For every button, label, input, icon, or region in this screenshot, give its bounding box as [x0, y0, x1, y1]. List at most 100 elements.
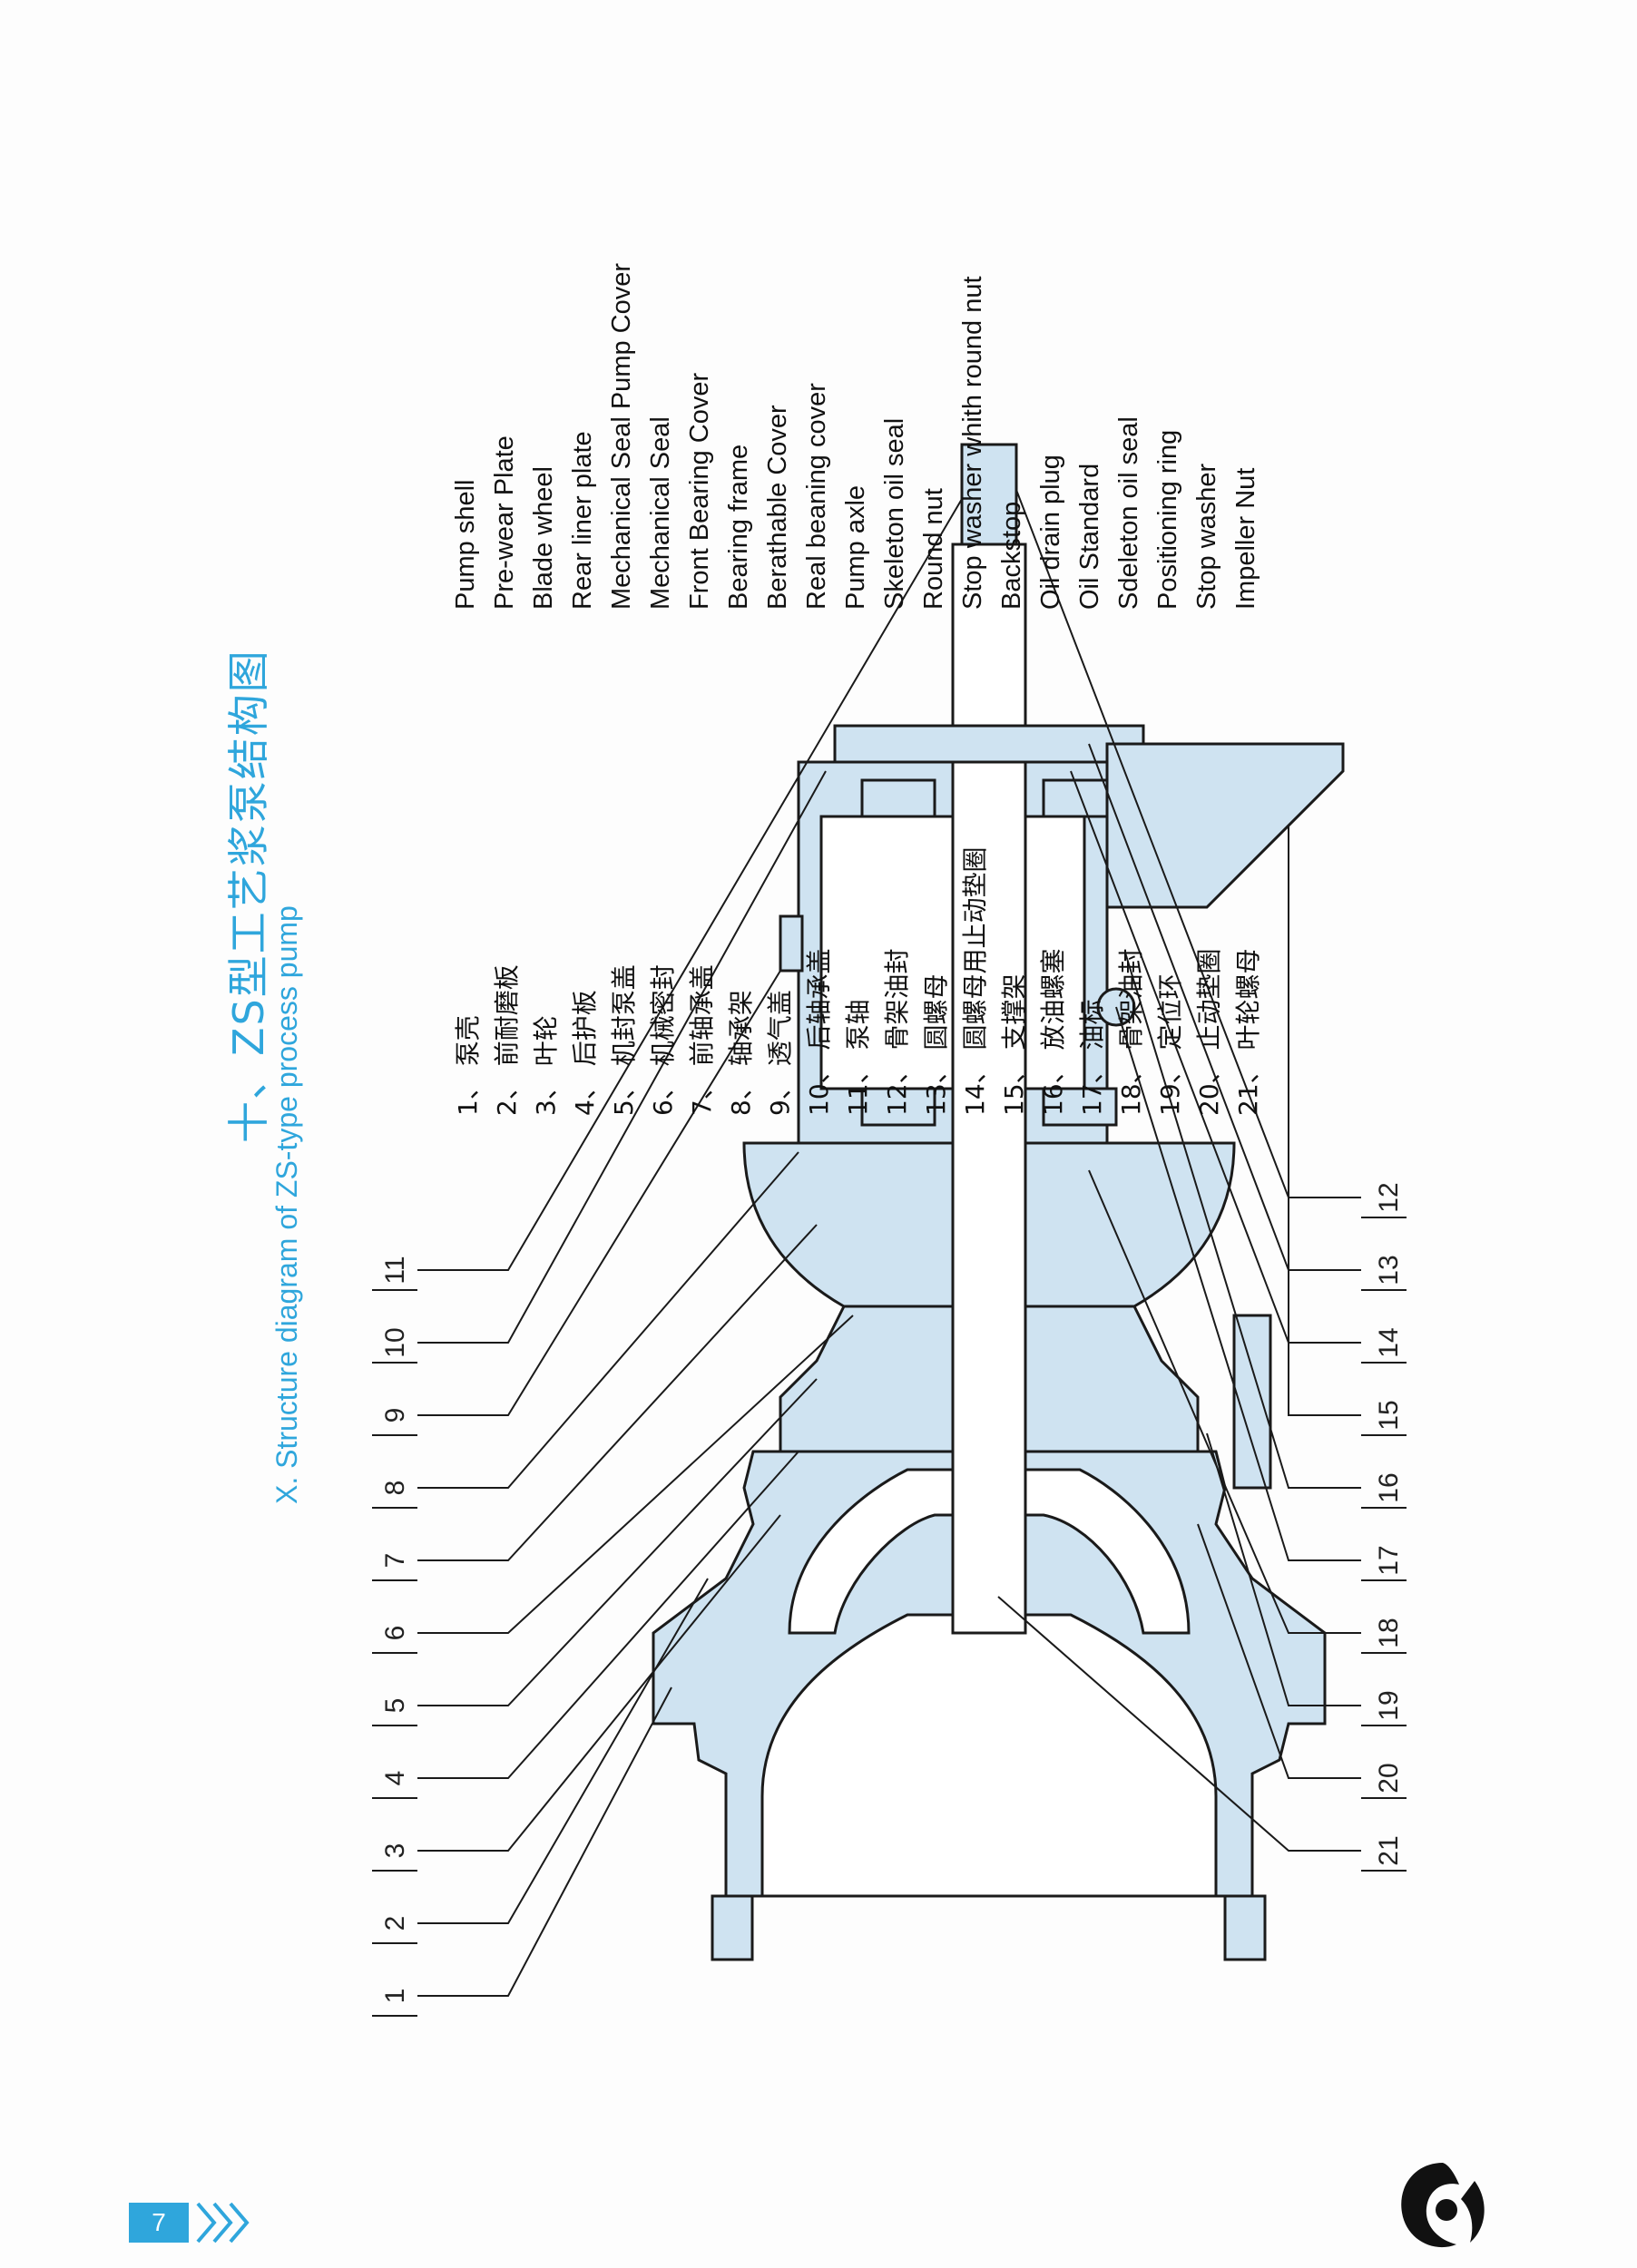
legend-item-cn: 11、 泵轴	[842, 999, 873, 1116]
legend-item-en: Skeleton oil seal	[880, 417, 909, 610]
leader-8	[417, 1151, 799, 1489]
legend-item-cn: 1、 泵壳	[452, 1015, 483, 1116]
left-flange-bottom	[1223, 1894, 1267, 1961]
legend-item: 8、 轴承架 Bearing frame	[720, 263, 759, 1116]
callout-number: 14	[1374, 1327, 1404, 1357]
legend-item-en: Blade wheel	[529, 466, 558, 610]
callout-number: 11	[380, 1256, 410, 1284]
shaft-key-end	[960, 443, 1018, 546]
callout-number: 7	[380, 1553, 410, 1569]
leader-16	[1124, 952, 1361, 1489]
callout-number: 13	[1374, 1255, 1404, 1285]
legend-item-cn: 19、 定位环	[1154, 973, 1185, 1116]
rear-bearing-top	[860, 778, 936, 818]
callout-number: 8	[380, 1481, 410, 1496]
callout-number: 15	[1374, 1400, 1404, 1430]
callout-number: 4	[380, 1771, 410, 1786]
leader-6	[417, 1315, 854, 1634]
legend-item-cn: 15、 支撑架	[998, 973, 1029, 1116]
callout-number: 20	[1374, 1763, 1404, 1793]
callout-number: 5	[380, 1698, 410, 1714]
legend-item-cn: 3、 叶轮	[530, 1015, 561, 1116]
legend-item-cn: 9、 透气盖	[764, 990, 795, 1116]
callout-number: 6	[380, 1626, 410, 1641]
breather-cap	[779, 914, 804, 973]
legend-item: 5、 机封泵盖 Mechanical Seal Pump Cover	[603, 263, 642, 1116]
outlet-flange	[1232, 1314, 1272, 1490]
legend-item-en: Mechanical Seal Pump Cover	[607, 262, 636, 610]
legend-item-en: Round nut	[919, 488, 948, 610]
legend-item-cn: 6、 机械密封	[647, 964, 678, 1116]
legend-item-cn: 7、 前轴承盖	[686, 964, 717, 1116]
callout-number: 3	[380, 1843, 410, 1859]
legend-item-en: Positioning ring	[1153, 429, 1182, 610]
leader-18	[1088, 1169, 1361, 1634]
callout-number: 9	[380, 1408, 410, 1423]
legend-item-en: Pre-wear Plate	[490, 435, 519, 610]
legend-item-cn: 20、 止动垫圈	[1193, 948, 1224, 1116]
legend-item: 7、 前轴承盖 Front Bearing Cover	[681, 263, 720, 1116]
front-bearing-top	[860, 1087, 936, 1127]
leader-19	[1206, 1432, 1361, 1706]
legend-item-cn: 16、 放油螺塞	[1037, 948, 1068, 1116]
legend-item-en: Oil Standard	[1075, 463, 1104, 610]
leader-11	[417, 498, 963, 1271]
leader-10	[417, 770, 827, 1344]
legend-item-cn: 17、 油标	[1076, 999, 1107, 1116]
legend-item-cn: 18、 骨架油封	[1115, 948, 1146, 1116]
leader-1	[417, 1686, 672, 1997]
legend-item-en: Mechanical Seal	[646, 416, 675, 610]
legend-item-cn: 12、 骨架油封	[881, 948, 912, 1116]
leader-17	[1115, 1006, 1361, 1561]
callout-number: 16	[1374, 1472, 1404, 1502]
impeller	[788, 1468, 1191, 1635]
legend-item: 18、 骨架油封 Sdeleton oil seal	[1110, 263, 1149, 1116]
legend-item-en: Oil drain plug	[1036, 455, 1065, 610]
company-logo-icon	[1401, 2163, 1485, 2248]
leader-15	[1288, 826, 1361, 1416]
callout-number: 12	[1374, 1182, 1404, 1212]
legend-item-cn: 14、 圆螺母用止动垫圈	[959, 846, 990, 1116]
legend-item-cn: 5、 机封泵盖	[608, 964, 639, 1116]
callout-number: 2	[380, 1916, 410, 1931]
legend-item-en: Bearing frame	[724, 444, 753, 610]
legend-item-cn: 4、 后护板	[569, 990, 600, 1116]
callout-number: 1	[380, 1989, 410, 2004]
legend-item: 9、 透气盖 Berathable Cover	[759, 263, 798, 1116]
leader-21	[997, 1596, 1361, 1852]
legend-item-en: Real beaning cover	[802, 383, 831, 610]
callout-number: 10	[380, 1327, 410, 1357]
leader-20	[1197, 1523, 1361, 1779]
legend-item: 6、 机械密封 Mechanical Seal	[642, 263, 681, 1116]
callout-number: 17	[1374, 1545, 1404, 1575]
callout-number: 18	[1374, 1618, 1404, 1647]
leader-3	[417, 1514, 781, 1852]
legend-item-en: Impeller Nut	[1231, 467, 1260, 610]
legend-item-en: Pump axle	[841, 484, 870, 610]
leader-5	[417, 1378, 818, 1706]
callouts-top: 1 2 3 4 5 6 7 8 9 10 11	[372, 1256, 417, 2017]
legend-item: 11、 泵轴 Pump axle	[837, 263, 876, 1116]
legend-item-en: Front Bearing Cover	[685, 372, 714, 610]
legend-item: 3、 叶轮 Blade wheel	[524, 263, 564, 1116]
inlet-throat	[760, 1613, 1218, 1898]
legend-item-cn: 8、 轴承架	[725, 990, 756, 1116]
legend-item-en: Berathable Cover	[763, 405, 792, 610]
page-chevrons-icon	[196, 2202, 250, 2244]
leader-2	[417, 1578, 709, 1924]
callout-leader-lines	[417, 489, 1361, 1997]
legend-item-en: Sdeleton oil seal	[1114, 416, 1143, 610]
leader-9	[417, 970, 781, 1416]
legend-item: 4、 后护板 Rear liner plate	[564, 263, 603, 1116]
pump-cross-section-drawing	[652, 443, 1345, 1961]
left-flange-top	[711, 1894, 754, 1961]
legend-item-en: Rear liner plate	[568, 431, 597, 610]
